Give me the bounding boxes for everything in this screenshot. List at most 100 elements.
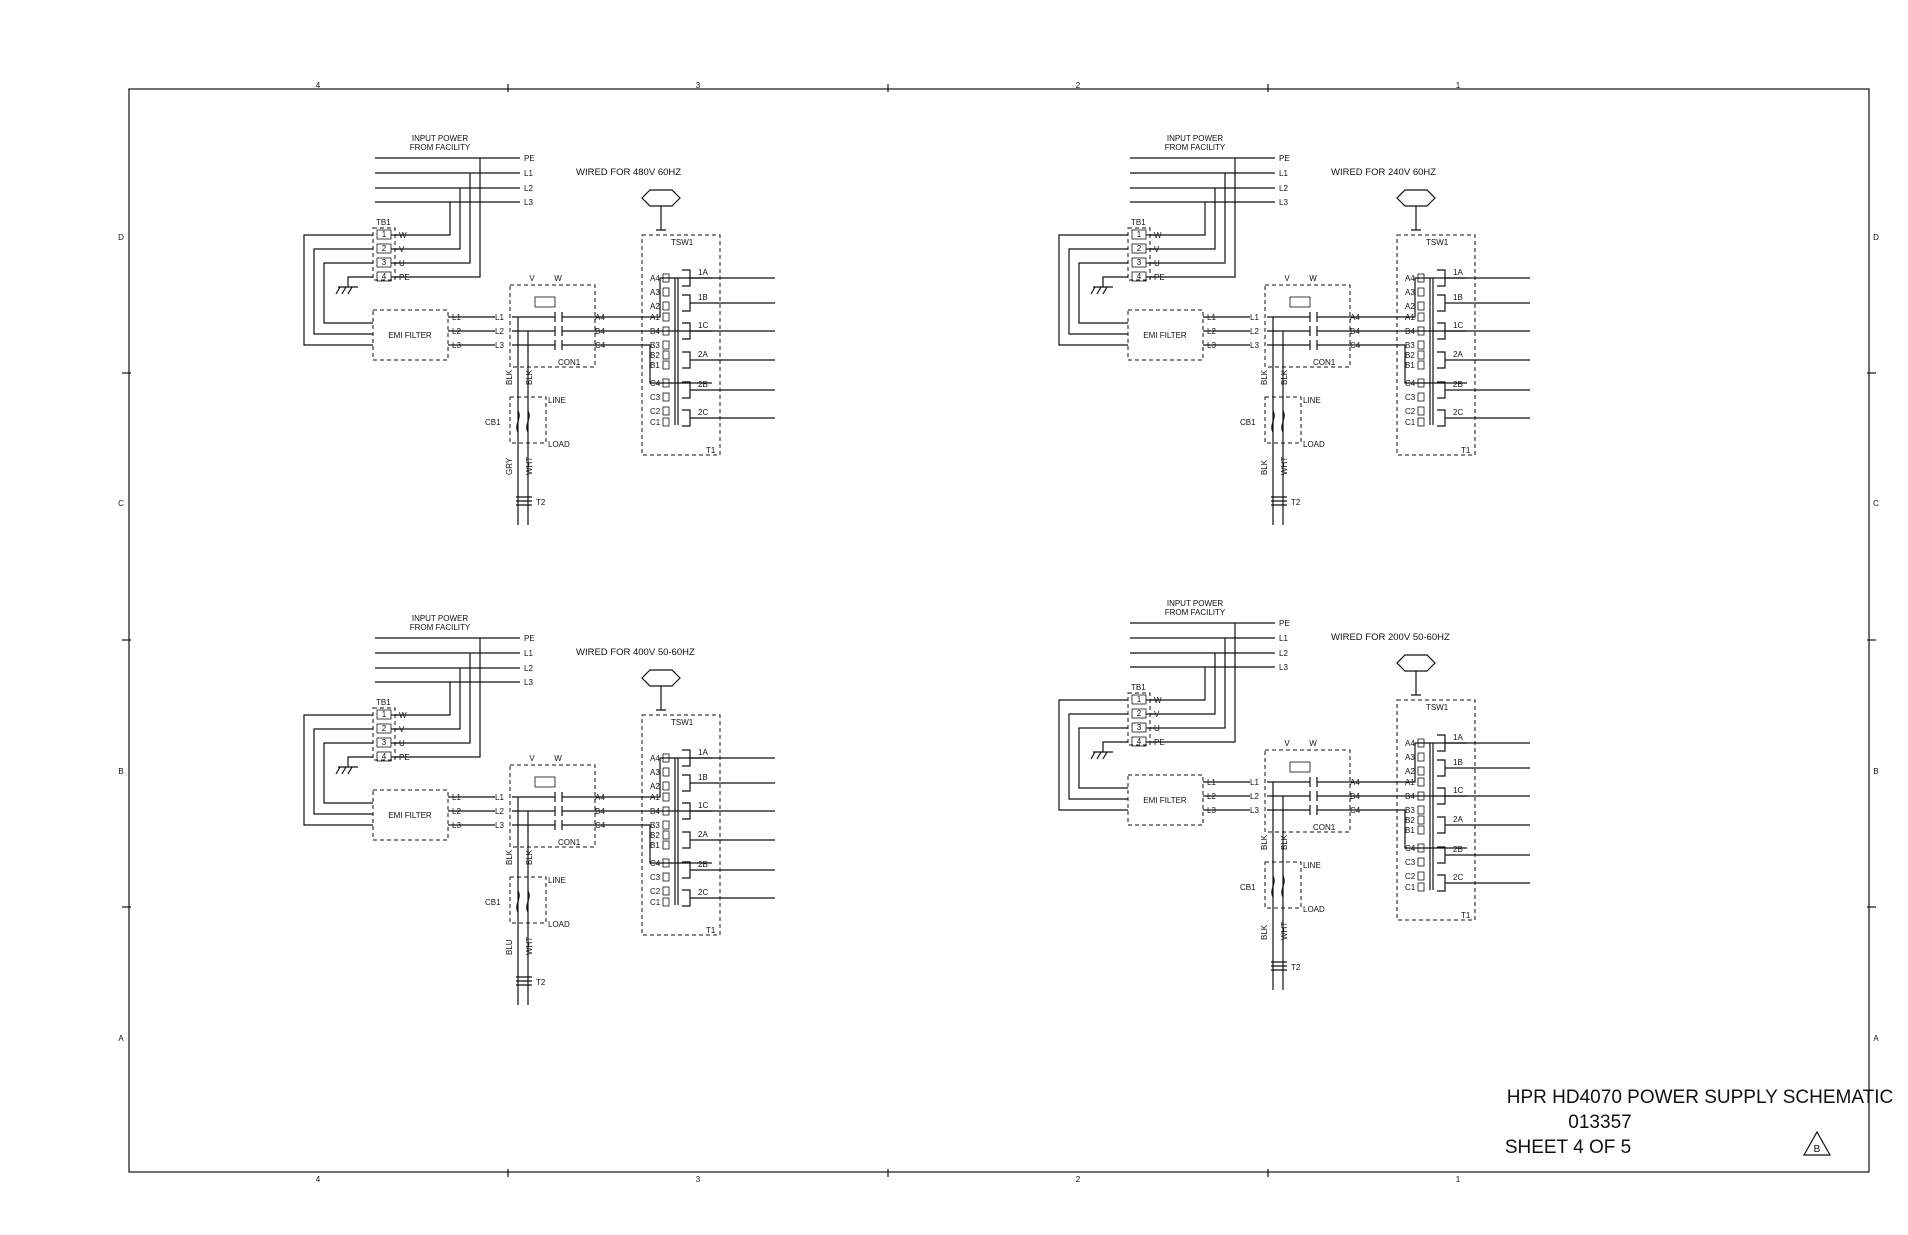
con1-input-label: L2 xyxy=(1250,327,1259,336)
loop-wire-3 xyxy=(1078,727,1128,789)
tap-marker xyxy=(662,753,670,763)
wire-color-blk: BLK xyxy=(525,849,534,865)
ground-icon xyxy=(1090,751,1113,760)
tap-marker xyxy=(1417,417,1425,427)
t1-primary-tap-C4: C4 xyxy=(650,859,661,868)
secondary-tap-label: 2A xyxy=(698,350,708,359)
cb1-breaker-box xyxy=(509,396,547,444)
cb1-breaker-icon xyxy=(516,890,530,913)
panel-title: WIRED FOR 400V 50-60HZ xyxy=(576,647,695,658)
tap-marker xyxy=(662,392,670,402)
tap-marker xyxy=(662,301,670,311)
riser-w xyxy=(395,202,451,236)
con1-coil-icon xyxy=(534,776,556,788)
tsw1-plug-icon xyxy=(641,189,681,207)
wire-color-blk: BLK xyxy=(525,369,534,385)
con1-input-label: L3 xyxy=(1250,341,1259,350)
t2-label: T2 xyxy=(1291,498,1301,507)
con1-v-label: V xyxy=(529,754,535,763)
secondary-tap-label: 1B xyxy=(698,773,708,782)
secondary-tap-label: 2C xyxy=(1453,408,1463,417)
t2-coil-icon xyxy=(516,496,532,506)
feed-c4 xyxy=(1345,809,1467,849)
secondary-tap-label: 1B xyxy=(1453,758,1463,767)
supply-label-pe: PE xyxy=(1279,154,1290,163)
t1-primary-tap-B4: B4 xyxy=(650,807,660,816)
cb1-load-label: LOAD xyxy=(548,920,570,929)
frame-row-label-left: A xyxy=(118,1034,124,1043)
tb1-terminal-number: 2 xyxy=(382,244,387,253)
tb1-terminal-number: 4 xyxy=(382,752,387,761)
con1-contactor-box xyxy=(1264,749,1351,833)
t1-primary-tap-B2: B2 xyxy=(650,351,660,360)
t1-label: T1 xyxy=(706,446,716,455)
tap-marker xyxy=(1417,752,1425,762)
t1-primary-tap-A3: A3 xyxy=(650,288,660,297)
panel-title: WIRED FOR 480V 60HZ xyxy=(576,167,681,178)
tap-marker xyxy=(662,806,670,816)
supply-label-l3: L3 xyxy=(524,198,533,207)
t1-primary-tap-A1: A1 xyxy=(1405,313,1415,322)
input-power-label: INPUT POWER xyxy=(1167,599,1224,608)
feed-a4 xyxy=(590,277,712,318)
con1-input-label: L2 xyxy=(1250,792,1259,801)
tb1-terminal-number: 2 xyxy=(382,724,387,733)
input-power-label: FROM FACILITY xyxy=(410,143,471,152)
supply-label-l1: L1 xyxy=(524,649,533,658)
cb1-breaker-box xyxy=(1264,396,1302,444)
t1-primary-tap-C2: C2 xyxy=(650,887,661,896)
t1-primary-tap-B3: B3 xyxy=(650,341,660,350)
riser-pe xyxy=(1150,623,1236,743)
con1-input-label: L1 xyxy=(1250,778,1259,787)
tap-marker xyxy=(1417,738,1425,748)
loop-wire-1 xyxy=(303,234,373,346)
wire-color-wht: WHT xyxy=(1280,457,1289,475)
secondary-tap-label: 2A xyxy=(698,830,708,839)
con1-contactor-box xyxy=(1264,284,1351,368)
wire-color-blk: BLK xyxy=(1260,369,1269,385)
secondary-tap-label: 2B xyxy=(1453,380,1463,389)
t1-primary-tap-C1: C1 xyxy=(1405,418,1416,427)
wire-color-blk: BLK xyxy=(505,849,514,865)
tb1-terminal-number: 1 xyxy=(1137,695,1142,704)
t1-primary-tap-A4: A4 xyxy=(1405,739,1415,748)
t1-primary-tap-C3: C3 xyxy=(650,393,661,402)
frame-row-label-right: C xyxy=(1873,499,1879,508)
t1-primary-tap-B4: B4 xyxy=(1405,327,1415,336)
tap-marker xyxy=(662,350,670,360)
wire-color-wht: WHT xyxy=(525,457,534,475)
t1-primary-tap-B3: B3 xyxy=(1405,806,1415,815)
tap-marker xyxy=(662,417,670,427)
emi-filter-label: EMI FILTER xyxy=(388,331,432,340)
riser-w xyxy=(1150,202,1206,236)
tap-marker xyxy=(662,858,670,868)
t1-primary-tap-B3: B3 xyxy=(1405,341,1415,350)
loop-wire-2 xyxy=(1068,248,1128,335)
secondary-tap-label: 1A xyxy=(1453,268,1463,277)
t1-primary-tap-B2: B2 xyxy=(1405,351,1415,360)
secondary-tap-label: 2C xyxy=(1453,873,1463,882)
supply-label-l2: L2 xyxy=(1279,649,1288,658)
frame-row-label-left: C xyxy=(118,499,124,508)
tap-marker xyxy=(662,340,670,350)
tb1-terminal-number: 2 xyxy=(1137,709,1142,718)
loop-wire-2 xyxy=(1068,713,1128,800)
tb1-label: TB1 xyxy=(1131,683,1146,692)
frame-column-label-bottom: 1 xyxy=(1456,1175,1461,1184)
t1-primary-tap-A4: A4 xyxy=(650,274,660,283)
cb1-load-label: LOAD xyxy=(1303,440,1325,449)
con1-w-label: W xyxy=(554,754,562,763)
tap-marker xyxy=(662,781,670,791)
tsw1-lead xyxy=(656,206,666,231)
riser-v xyxy=(1150,653,1216,715)
wire-color-blk: BLK xyxy=(1280,834,1289,850)
tap-marker xyxy=(1417,857,1425,867)
cb1-label: CB1 xyxy=(485,898,501,907)
cb1-load-label: LOAD xyxy=(548,440,570,449)
tap-marker xyxy=(662,830,670,840)
secondary-tap-label: 2C xyxy=(698,408,708,417)
con1-contactor-box xyxy=(509,284,596,368)
